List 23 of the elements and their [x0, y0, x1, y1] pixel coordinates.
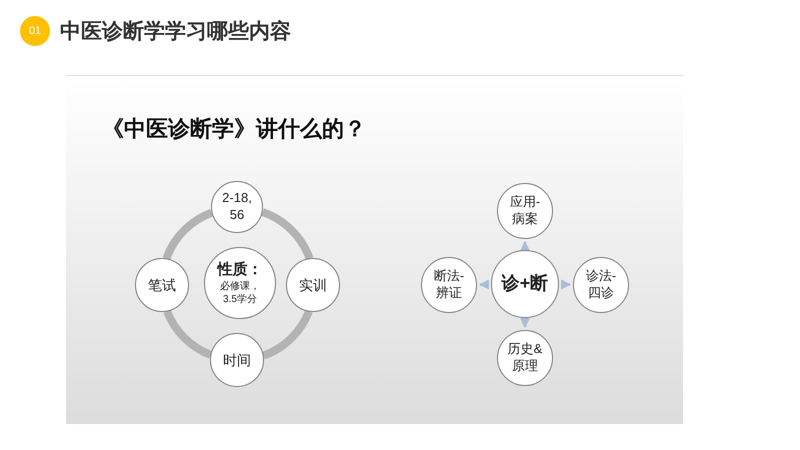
ring-segment	[261, 208, 314, 260]
node-label: 时间	[223, 350, 251, 370]
ring-segment	[262, 310, 313, 360]
node-label: 应用-病案	[508, 194, 542, 228]
node-heading: 性质：	[218, 260, 262, 280]
node-label: 断法-辨证	[432, 268, 466, 302]
ring-segment	[162, 209, 214, 260]
node-label: 诊+断	[502, 272, 548, 296]
node-label: 实训	[299, 276, 327, 294]
node-label: 2-18, 56	[221, 190, 253, 224]
badge-number: 01	[28, 24, 42, 38]
number-badge	[20, 16, 50, 46]
node-label: 历史&原理	[506, 341, 544, 375]
arrow	[520, 241, 530, 251]
arrow	[479, 280, 490, 290]
ring-segment	[163, 310, 212, 359]
arrow	[520, 318, 530, 328]
node-label: 诊法-四诊	[584, 268, 618, 302]
node-label: 必修课，3.5学分	[219, 280, 261, 306]
page-title: 中医诊断学学习哪些内容	[60, 18, 291, 45]
node-label: 笔试	[148, 276, 176, 294]
arrow	[560, 280, 571, 290]
slide-heading: 《中医诊断学》讲什么的？	[102, 115, 366, 143]
